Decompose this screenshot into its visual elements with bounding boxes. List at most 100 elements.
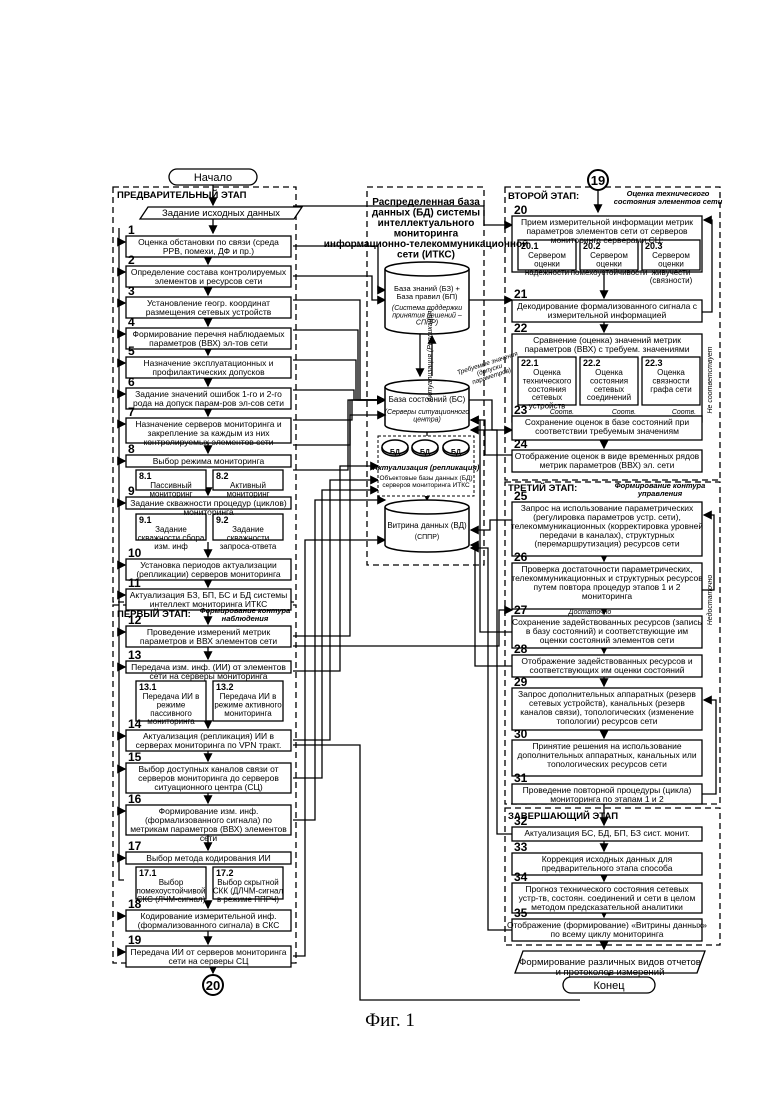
right-step-24-text: Отображение оценок в виде временных рядо… — [515, 451, 700, 470]
left-step-15-number: 15 — [128, 750, 142, 764]
sub-block-number: 20.1 — [521, 241, 539, 251]
data-vitrina-sublabel: (СППР) — [415, 534, 439, 541]
left-step-14-number: 14 — [128, 717, 142, 731]
connector-19-circle-label: 19 — [591, 173, 605, 188]
sub-block-number: 20.3 — [645, 241, 663, 251]
right-step-35-number: 35 — [514, 906, 528, 920]
connector-line — [702, 220, 712, 312]
actualization-label: Актуализация (Репликация) — [427, 308, 434, 402]
left-step-9-number: 9 — [128, 484, 135, 498]
right-step-30-number: 30 — [514, 727, 528, 741]
connector-line — [293, 400, 385, 445]
left-step-15-text: Выбор доступных каналов связи отсерверов… — [138, 764, 279, 792]
connector-line — [293, 415, 385, 636]
connector-line — [471, 545, 512, 666]
right-step-33-number: 33 — [514, 840, 528, 854]
right-step-28-number: 28 — [514, 642, 528, 656]
object-db-label: БД — [420, 449, 430, 456]
left-step-4-text: Формирование перечня наблюдаемыхпараметр… — [133, 329, 286, 348]
enough-label: Достаточно — [568, 609, 612, 616]
right-step-25-number: 25 — [514, 489, 528, 503]
sub-block-number: 9.1 — [139, 515, 152, 525]
right-step-27-text: Сохранение задействованных ресурсов (зап… — [512, 617, 703, 645]
left-step-11-text: Актуализация БЗ, БП, БС и БД системыинте… — [130, 590, 288, 609]
sub-block-text: Активныймониторинг — [226, 481, 269, 498]
sub-block-number: 13.2 — [216, 682, 234, 692]
sub-block-number: 22.1 — [521, 358, 539, 368]
left-step-12-number: 12 — [128, 613, 142, 627]
connector-line — [293, 490, 378, 778]
left-step-7-number: 7 — [128, 405, 135, 419]
figure-caption: Фиг. 1 — [0, 1010, 780, 1032]
third-stage-subtitle: Формирование контурауправления — [615, 481, 706, 498]
sub-block-text: Передача ИИ врежимепассивногомониторинга — [143, 692, 200, 726]
sub-block-number: 8.1 — [139, 471, 152, 481]
connector-line — [293, 400, 385, 470]
sub-block-number: 20.2 — [583, 241, 601, 251]
left-step-8-text: Выбор режима мониторинга — [153, 456, 265, 466]
left-step-17-number: 17 — [128, 839, 142, 853]
connector-line — [293, 610, 512, 646]
connector-line — [293, 246, 385, 290]
connector-line — [469, 400, 512, 430]
connector-line — [293, 400, 385, 420]
end-terminal-label: Конец — [593, 980, 625, 992]
connector-line — [293, 300, 385, 400]
connector-20-circle-label: 20 — [206, 978, 220, 993]
sub-block-number: 17.2 — [216, 868, 234, 878]
left-step-8-number: 8 — [128, 442, 135, 456]
right-step-21-number: 21 — [514, 287, 528, 301]
left-step-11-number: 11 — [128, 576, 141, 590]
left-step-5-number: 5 — [128, 344, 135, 358]
left-step-6-text: Задание значений ошибок 1-го и 2-города … — [133, 389, 284, 408]
right-step-24-number: 24 — [514, 437, 528, 451]
right-step-32-text: Актуализация БС, БД, БП, БЗ сист. монит. — [524, 828, 689, 838]
connector-line — [293, 276, 385, 300]
prelim-stage-title: ПРЕДВАРИТЕЛЬНЫЙ ЭТАП — [117, 189, 247, 201]
knowledge-base-label: База знаний (БЗ) +База правил (БП) — [394, 284, 461, 301]
corresp-label-1: Соотв. — [550, 409, 574, 416]
left-step-1-number: 1 — [128, 223, 135, 237]
sub-block-text: Выбор скрытнойСКК (ДЛЧМ-сигналв режиме П… — [213, 878, 284, 904]
not-enough-label: Недостаточно — [706, 575, 714, 626]
data-vitrina-label: Витрина данных (ВД) — [387, 521, 467, 530]
left-step-12-text: Проведение измерений метрикпараметров и … — [140, 627, 277, 646]
start-terminal-label: Начало — [194, 172, 232, 184]
right-step-26-number: 26 — [514, 550, 528, 564]
sub-block-number: 17.1 — [139, 868, 157, 878]
connector-line — [293, 540, 385, 956]
reports-block-label: Формирование различных видов отчетови пр… — [519, 957, 701, 978]
right-step-27-number: 27 — [514, 603, 528, 617]
connector-line — [293, 390, 385, 400]
connector-line — [119, 228, 124, 880]
left-step-14-text: Актуализация (репликация) ИИ всерверах м… — [136, 731, 282, 750]
sub-block-number: 9.2 — [216, 515, 229, 525]
left-step-7-text: Назначение серверов мониторинга изакрепл… — [135, 419, 281, 447]
right-step-33-text: Коррекция исходных данных дляпредварител… — [542, 854, 673, 873]
replication-label: Актуализация (репликация) — [372, 463, 480, 472]
right-step-34-text: Прогноз технического состояния сетевыхус… — [519, 884, 696, 912]
left-step-3-number: 3 — [128, 284, 135, 298]
sub-block-number: 22.2 — [583, 358, 601, 368]
left-step-4-number: 4 — [128, 315, 135, 329]
right-step-29-number: 29 — [514, 675, 528, 689]
left-step-5-text: Назначение эксплуатационных ипрофилактич… — [144, 358, 274, 377]
left-step-17-text: Выбор метода кодирования ИИ — [146, 853, 270, 863]
second-stage-subtitle: Оценка техническогосостояния элементов с… — [614, 189, 723, 206]
not-corresp-label: Не соответствует — [707, 346, 714, 413]
right-step-22-number: 22 — [514, 321, 528, 335]
connector-line — [471, 420, 512, 632]
object-db-caption: Объектовые базы данных (БД)серверов мони… — [379, 474, 472, 489]
left-step-10-number: 10 — [128, 546, 142, 560]
right-step-28-text: Отображение задействованных ресурсов исо… — [521, 656, 693, 675]
right-step-31-number: 31 — [514, 771, 528, 785]
connector-line — [471, 520, 512, 530]
right-step-23-number: 23 — [514, 403, 528, 417]
second-stage-title: ВТОРОЙ ЭТАП: — [508, 190, 579, 202]
left-step-19-number: 19 — [128, 933, 142, 947]
corresp-label-2: Соотв. — [612, 409, 636, 416]
right-step-20-number: 20 — [514, 203, 528, 217]
initial-data-block-label: Задание исходных данных — [162, 208, 280, 219]
right-step-22-text: Сравнение (оценка) значений метрикпараме… — [525, 335, 690, 354]
